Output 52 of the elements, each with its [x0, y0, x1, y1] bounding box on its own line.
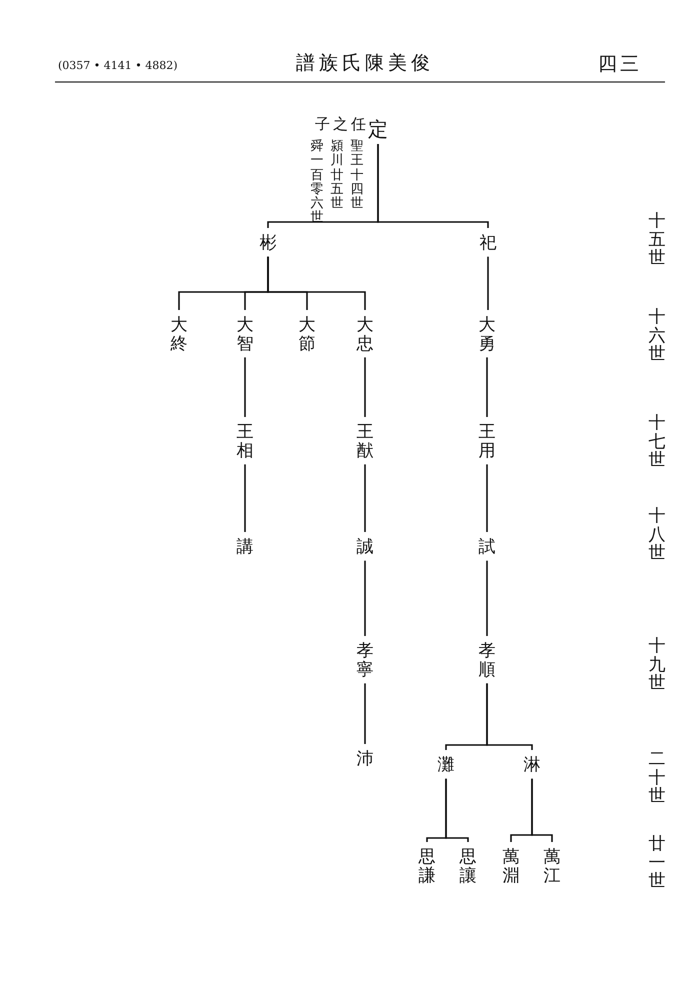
person-name: 大終: [170, 316, 188, 354]
person-name: 王相: [236, 423, 254, 460]
note-text: 潁川廿五世: [330, 140, 344, 212]
person-name: 誠: [356, 538, 374, 557]
person-name: 講: [236, 538, 254, 557]
generation-label: 廿一世: [648, 835, 666, 892]
page-title: 譜族氏陳美俊: [296, 51, 434, 76]
person-name: 孝寧: [356, 642, 374, 680]
lineage-line: [486, 560, 488, 636]
person-name: 萬江: [544, 848, 560, 886]
page-number: 四三: [598, 52, 642, 77]
person-name: 萬淵: [502, 848, 520, 886]
person-name: 彬: [260, 234, 276, 253]
note-text: 舜一百零六世: [310, 140, 324, 226]
lineage-line: [364, 683, 366, 744]
person-name: 大節: [298, 316, 316, 354]
lineage-line: [445, 778, 469, 842]
person-name: 祀: [480, 234, 496, 253]
lineage-line: [364, 464, 366, 532]
lineage-line: [364, 357, 366, 417]
person-name: 大智: [236, 316, 254, 354]
generation-label: 十六世: [648, 308, 666, 364]
person-name: 定: [368, 118, 388, 140]
generation-label: 十七世: [648, 414, 666, 470]
lineage-line: [486, 464, 488, 532]
person-name: 大勇: [478, 316, 496, 354]
person-name: 孝順: [478, 642, 496, 680]
note-text: 子之任: [315, 115, 369, 133]
lineage-line: [364, 560, 366, 636]
person-name: 沛: [356, 750, 374, 769]
person-name: 王用: [478, 423, 496, 460]
generation-label: 十八世: [648, 507, 666, 564]
person-name: 灘: [438, 756, 454, 775]
person-name: 試: [478, 538, 496, 557]
lineage-line: [377, 144, 489, 228]
lineage-line: [486, 357, 488, 417]
phone-number: (0357 • 4141 • 4882): [58, 59, 178, 72]
person-name: 大忠: [356, 316, 374, 354]
generation-label: 十五世: [648, 212, 666, 268]
person-name: 王猷: [356, 423, 374, 460]
lineage-line: [531, 778, 553, 842]
lineage-line: [487, 256, 489, 310]
lineage-line: [244, 357, 246, 417]
person-name: 思謙: [418, 848, 436, 886]
generation-label: 二十世: [648, 750, 666, 806]
person-name: 淋: [524, 756, 540, 775]
note-text: 聖王十四世: [350, 140, 364, 212]
lineage-line: [267, 256, 366, 310]
lineage-line: [486, 683, 533, 750]
person-name: 思讓: [460, 848, 476, 886]
generation-label: 十九世: [648, 637, 666, 694]
lineage-line: [244, 464, 246, 532]
